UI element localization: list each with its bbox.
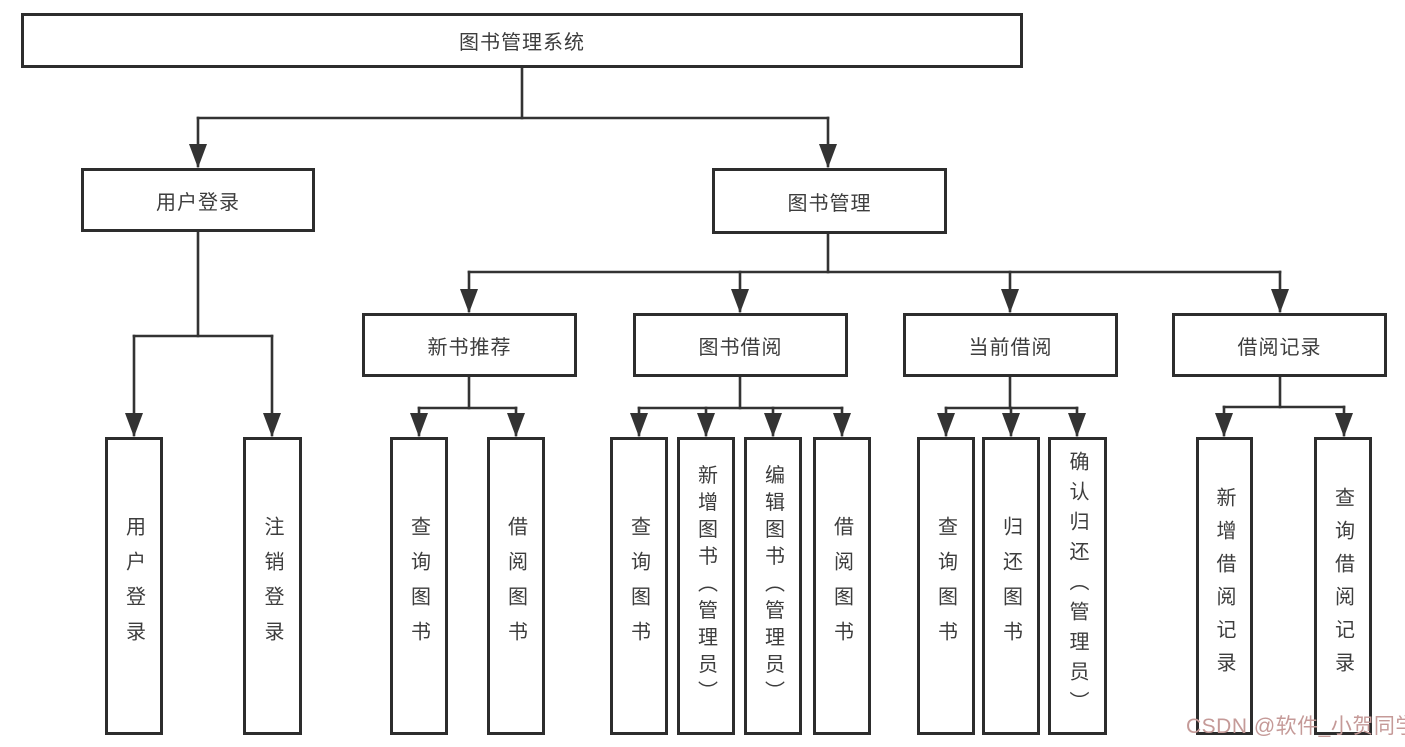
watermark: CSDN @软件_小贺同学 bbox=[1186, 715, 1405, 738]
leaf-label: 查询图书 bbox=[934, 516, 957, 656]
node-current-borrow: 当前借阅 bbox=[903, 313, 1118, 377]
leaf-return-book: 归还图书 bbox=[982, 437, 1040, 735]
node-root: 图书管理系统 bbox=[21, 13, 1023, 68]
node-user-login: 用户登录 bbox=[81, 168, 315, 232]
node-book-management: 图书管理 bbox=[712, 168, 947, 234]
leaf-label: 查询图书 bbox=[407, 516, 430, 656]
leaf-edit-book-admin: 编辑图书（管理员） bbox=[744, 437, 802, 735]
leaf-label: 确认归还（管理员） bbox=[1066, 451, 1088, 721]
leaf-label: 借阅图书 bbox=[504, 516, 527, 656]
leaf-query-books-current: 查询图书 bbox=[917, 437, 975, 735]
node-new-book-recommend: 新书推荐 bbox=[362, 313, 577, 377]
leaf-user-login: 用户登录 bbox=[105, 437, 163, 735]
leaf-label: 编辑图书（管理员） bbox=[761, 464, 784, 708]
leaf-label: 查询借阅记录 bbox=[1331, 487, 1354, 685]
node-borrow-records: 借阅记录 bbox=[1172, 313, 1387, 377]
leaf-add-borrow-record: 新增借阅记录 bbox=[1196, 437, 1253, 735]
leaf-borrow-books-recommend: 借阅图书 bbox=[487, 437, 545, 735]
leaf-query-borrow-record: 查询借阅记录 bbox=[1314, 437, 1372, 735]
leaf-query-books-recommend: 查询图书 bbox=[390, 437, 448, 735]
leaf-label: 查询图书 bbox=[627, 516, 650, 656]
leaf-label: 新增借阅记录 bbox=[1213, 487, 1235, 685]
leaf-logout: 注销登录 bbox=[243, 437, 302, 735]
leaf-confirm-return-admin: 确认归还（管理员） bbox=[1048, 437, 1107, 735]
node-book-borrow: 图书借阅 bbox=[633, 313, 848, 377]
leaf-label: 归还图书 bbox=[999, 516, 1022, 656]
leaf-borrow-books: 借阅图书 bbox=[813, 437, 871, 735]
leaf-label: 借阅图书 bbox=[830, 516, 853, 656]
leaf-label: 新增图书（管理员） bbox=[694, 464, 717, 708]
leaf-label: 用户登录 bbox=[122, 516, 145, 656]
leaf-add-book-admin: 新增图书（管理员） bbox=[677, 437, 735, 735]
leaf-label: 注销登录 bbox=[261, 516, 283, 656]
leaf-query-books-borrow: 查询图书 bbox=[610, 437, 668, 735]
